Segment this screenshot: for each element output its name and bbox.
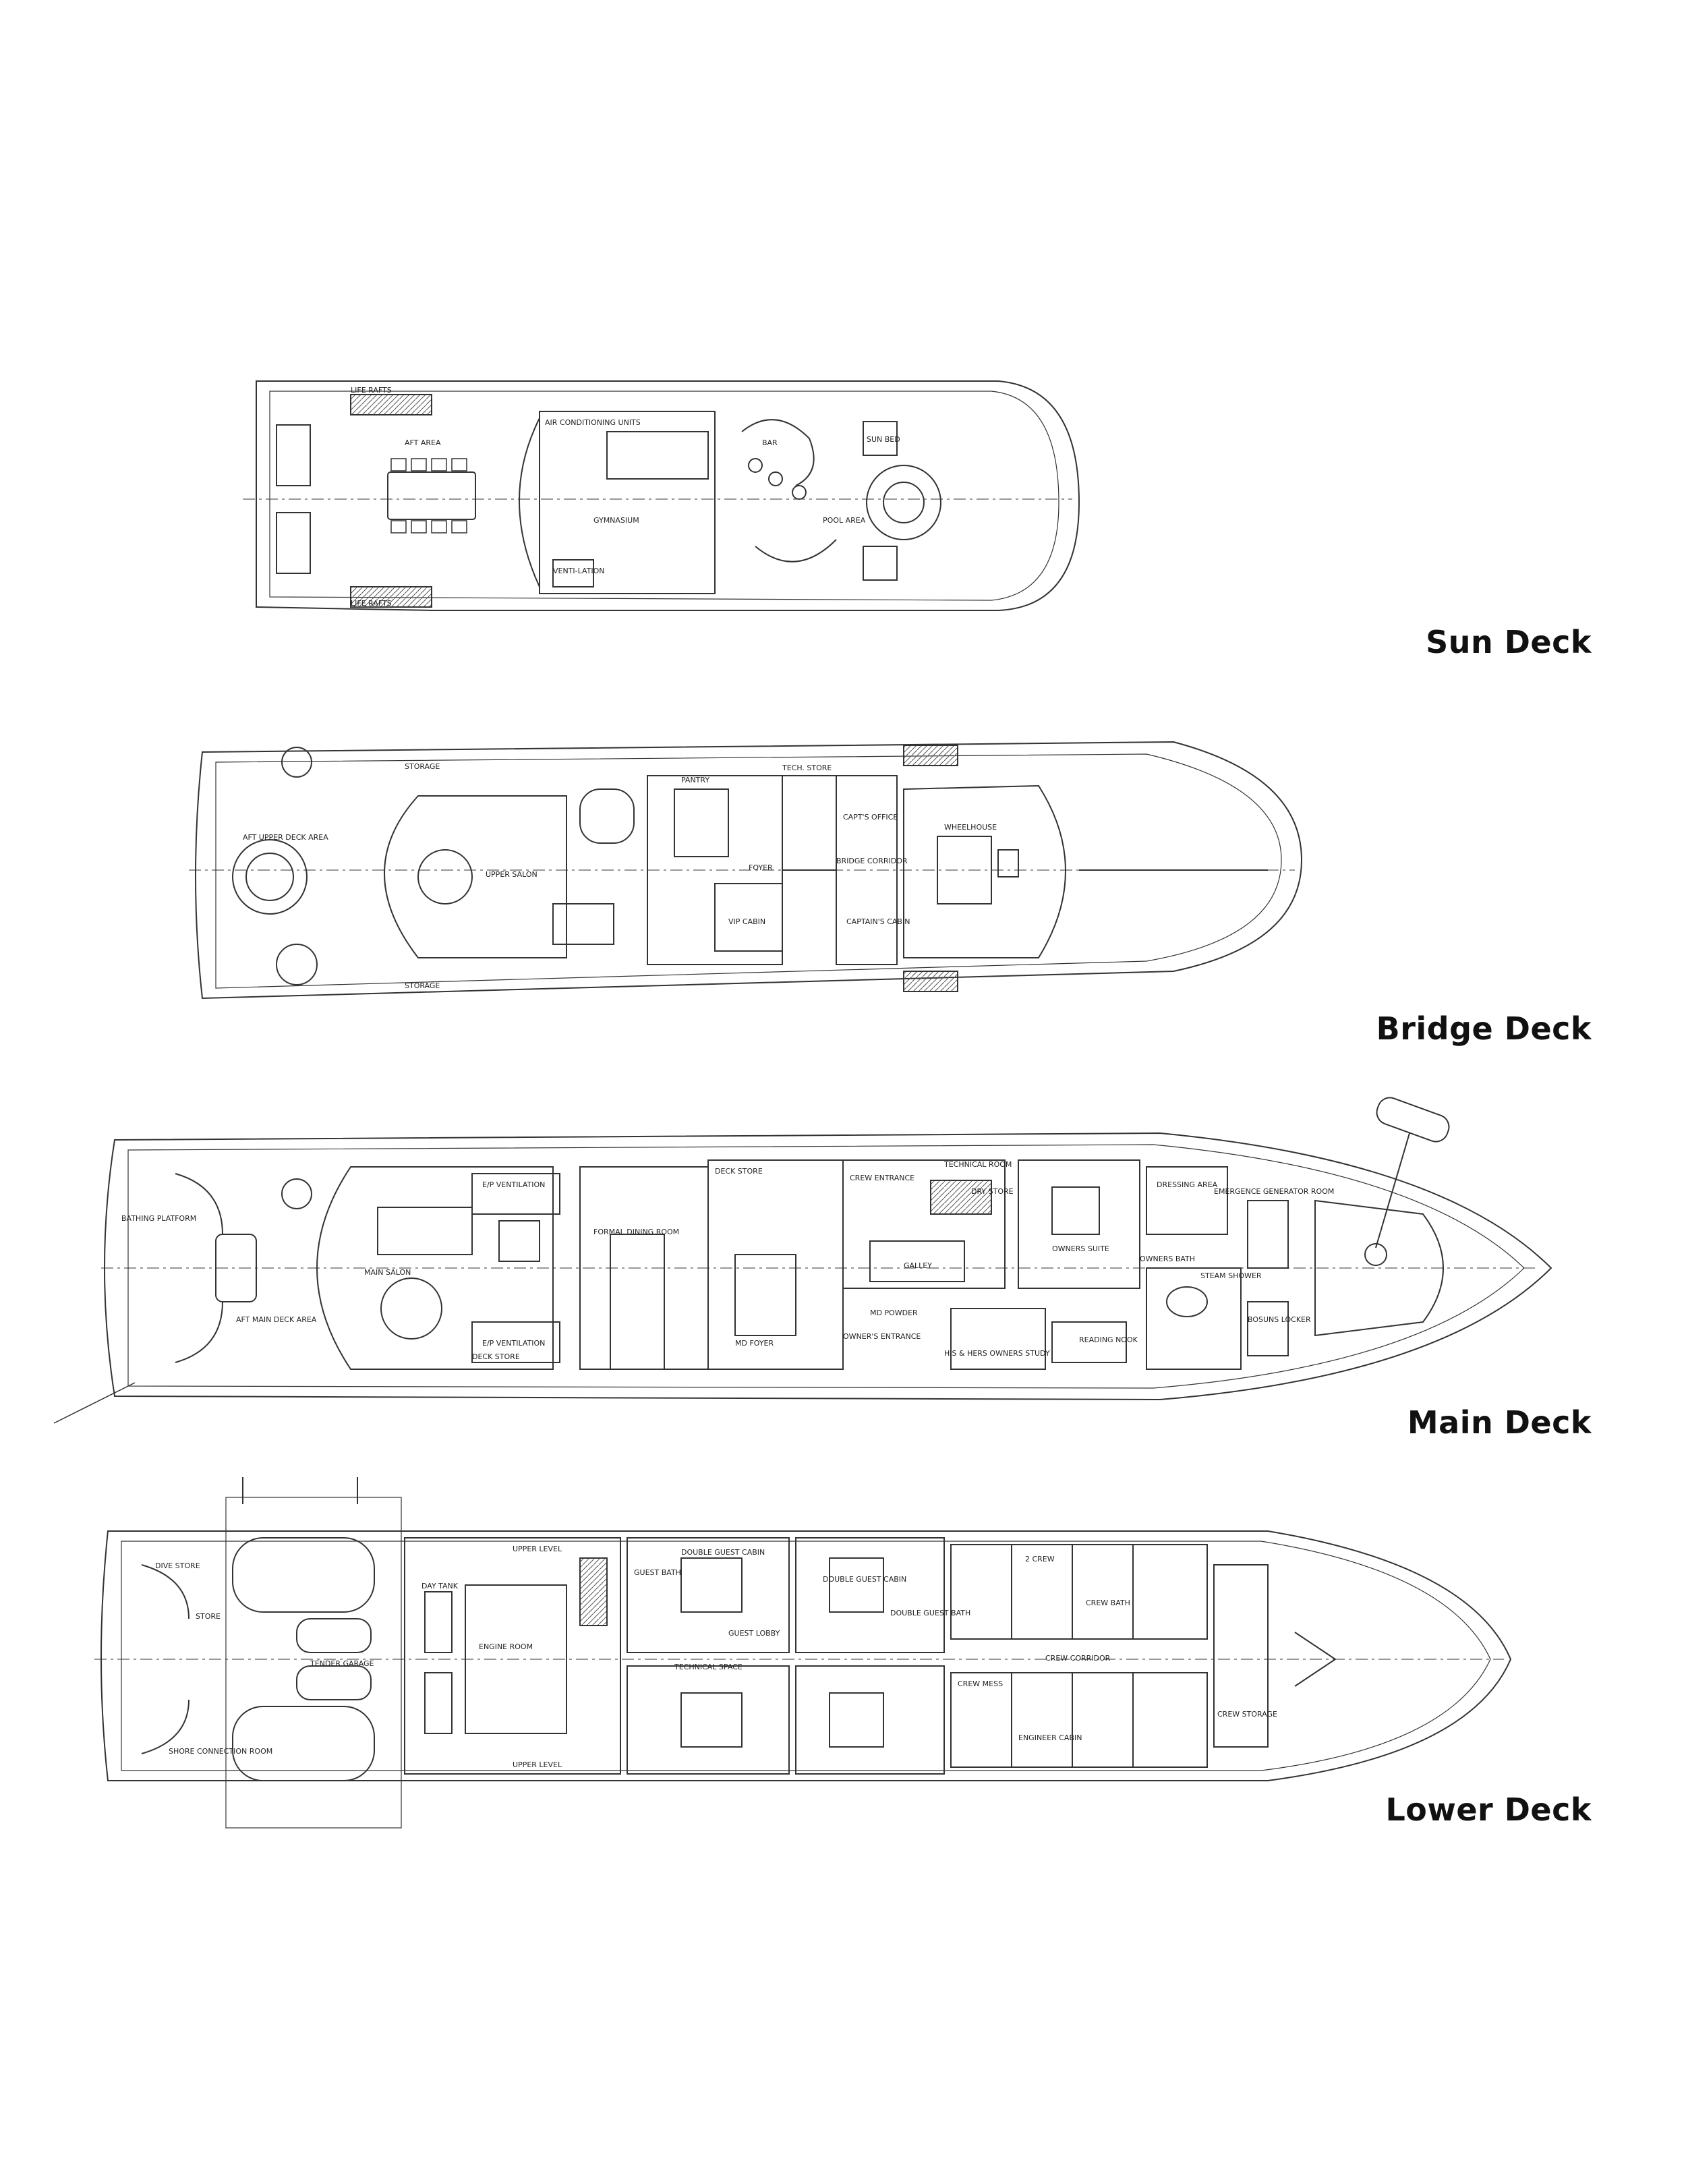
lower-deck-hull <box>100 1530 1512 1781</box>
room-label: 2 CREW <box>1025 1555 1055 1563</box>
room-label: ENGINEER CABIN <box>1018 1733 1082 1742</box>
spiral-stair-icon <box>276 944 318 985</box>
room-label: TECHNICAL ROOM <box>943 1160 1012 1169</box>
room-label: DECK STORE <box>715 1167 763 1176</box>
room-label: LIFE RAFTS <box>351 599 392 608</box>
room-label: UPPER LEVEL <box>513 1545 562 1553</box>
pool-icon <box>866 465 941 540</box>
room-label: TENDER GARAGE <box>310 1659 374 1668</box>
sun-deck-plan <box>243 380 1080 611</box>
sun-deck-room-labels: LIFE RAFTS AIR CONDITIONING UNITS AFT AR… <box>351 386 900 608</box>
room-label: AFT UPPER DECK AREA <box>243 833 328 842</box>
room-label: E/P VENTILATION <box>482 1180 545 1189</box>
room-label: STEAM SHOWER <box>1200 1271 1262 1280</box>
room-label: HIS & HERS OWNERS STUDY <box>944 1349 1050 1358</box>
deck-title-main: Main Deck <box>1407 1404 1592 1441</box>
room-label: DIVE STORE <box>155 1561 200 1570</box>
lower-deck-room-labels: DIVE STORE STORE TENDER GARAGE SHORE CON… <box>155 1545 1277 1769</box>
room-label: SHORE CONNECTION ROOM <box>169 1747 272 1756</box>
room-label: STORAGE <box>405 762 440 771</box>
room-label: CREW MESS <box>958 1679 1003 1688</box>
room-label: STORE <box>196 1612 221 1621</box>
room-label: E/P VENTILATION <box>482 1339 545 1348</box>
tender-icon <box>232 1706 375 1781</box>
room-label: GALLEY <box>904 1261 932 1270</box>
room-label: CREW BATH <box>1086 1599 1130 1607</box>
room-label: FORMAL DINING ROOM <box>593 1228 679 1236</box>
deck-title-lower: Lower Deck <box>1385 1791 1592 1828</box>
room-label: ENGINE ROOM <box>479 1642 533 1651</box>
room-label: SUN BED <box>867 435 900 444</box>
room-label: VENTI-LATION <box>553 567 605 575</box>
room-label: GUEST BATH <box>634 1568 681 1577</box>
bridge-deck-room-labels: STORAGE AFT UPPER DECK AREA UPPER SALON … <box>243 762 997 990</box>
room-label: EMERGENCE GENERATOR ROOM <box>1214 1187 1334 1196</box>
bow-tender-icon <box>1376 1097 1450 1143</box>
room-label: AFT MAIN DECK AREA <box>236 1315 317 1324</box>
deck-title-bridge: Bridge Deck <box>1376 1010 1592 1047</box>
room-label: GYMNASIUM <box>593 516 639 525</box>
room-label: OWNERS SUITE <box>1052 1244 1109 1253</box>
room-label: UPPER LEVEL <box>513 1760 562 1769</box>
room-label: WHEELHOUSE <box>944 823 997 832</box>
room-label: GUEST LOBBY <box>728 1629 780 1638</box>
main-deck-hull <box>104 1132 1552 1401</box>
room-label: POOL AREA <box>823 516 866 525</box>
room-label: CREW ENTRANCE <box>850 1174 914 1182</box>
room-label: TECH. STORE <box>782 764 832 772</box>
room-label: VIP CABIN <box>728 917 765 926</box>
room-label: READING NOOK <box>1079 1335 1138 1344</box>
room-label: FOYER <box>749 863 773 872</box>
room-label: CAPTAIN'S CABIN <box>846 917 910 926</box>
room-label: MD FOYER <box>735 1339 774 1348</box>
room-label: AIR CONDITIONING UNITS <box>545 418 641 427</box>
room-label: BRIDGE CORRIDOR <box>836 857 908 865</box>
room-label: STORAGE <box>405 981 440 990</box>
room-label: DRY STORE <box>971 1187 1014 1196</box>
bridge-deck-hull <box>195 741 1303 1000</box>
main-deck-room-labels: BATHING PLATFORM AFT MAIN DECK AREA E/P … <box>121 1160 1334 1361</box>
bridge-deck-plan <box>189 741 1303 1000</box>
bathtub-icon <box>1166 1286 1208 1317</box>
room-label: DAY TANK <box>422 1582 459 1590</box>
sun-deck-hull <box>256 380 1080 611</box>
room-label: UPPER SALON <box>486 870 537 879</box>
room-label: AFT AREA <box>405 438 441 447</box>
round-table-icon <box>380 1277 442 1340</box>
room-label: BAR <box>762 438 778 447</box>
room-label: PANTRY <box>681 776 709 784</box>
room-label: OWNER'S ENTRANCE <box>843 1332 921 1341</box>
room-label: CREW STORAGE <box>1217 1710 1277 1719</box>
room-label: LIFE RAFTS <box>351 386 392 395</box>
lower-deck-plan <box>94 1477 1512 1829</box>
main-deck-plan <box>53 1097 1552 1424</box>
room-label: BOSUNS LOCKER <box>1248 1315 1311 1324</box>
room-label: MD POWDER <box>870 1309 918 1317</box>
deck-title-sun: Sun Deck <box>1426 624 1592 660</box>
room-label: OWNERS BATH <box>1140 1255 1195 1263</box>
room-label: DOUBLE GUEST CABIN <box>823 1575 906 1584</box>
tender-icon <box>232 1537 375 1613</box>
room-label: DOUBLE GUEST BATH <box>890 1609 970 1617</box>
round-table-icon <box>232 839 308 915</box>
room-label: TECHNICAL SPACE <box>674 1663 743 1671</box>
room-label: DECK STORE <box>472 1352 520 1361</box>
room-label: DRESSING AREA <box>1157 1180 1218 1189</box>
room-label: BATHING PLATFORM <box>121 1214 196 1223</box>
room-label: CAPT'S OFFICE <box>843 813 898 822</box>
room-label: DOUBLE GUEST CABIN <box>681 1548 765 1557</box>
room-label: MAIN SALON <box>364 1268 411 1277</box>
room-label: CREW CORRIDOR <box>1045 1654 1111 1663</box>
